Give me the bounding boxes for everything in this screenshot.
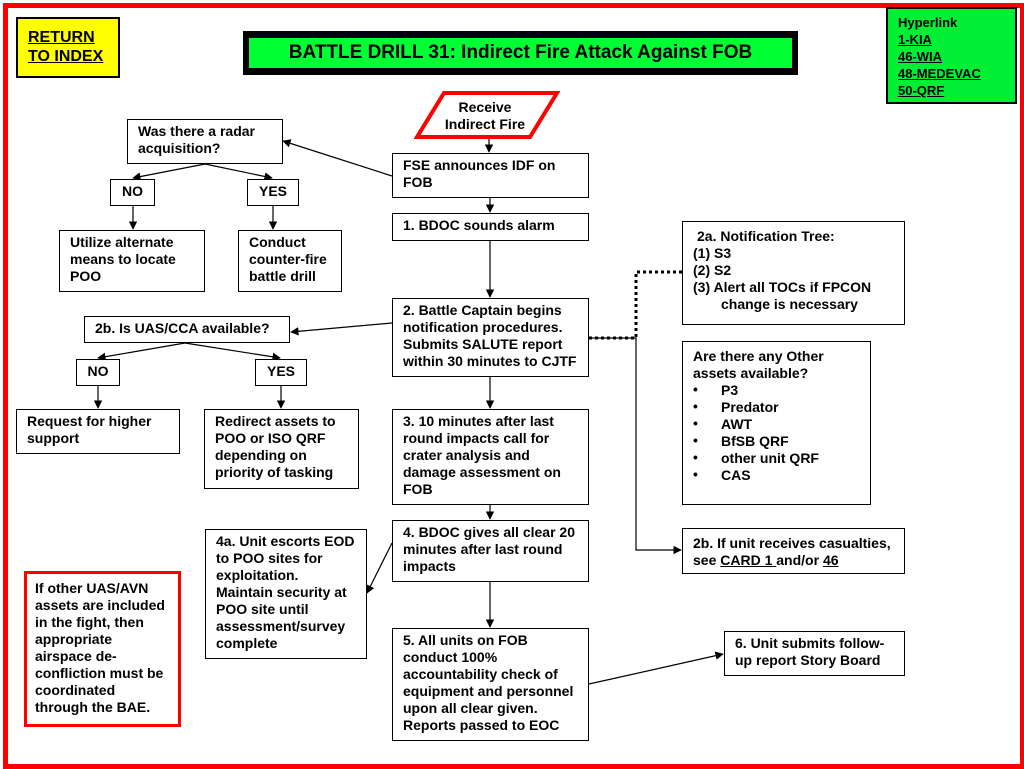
title-banner: BATTLE DRILL 31: Indirect Fire Attack Ag…	[243, 31, 798, 75]
step5-node: 5. All units on FOB conduct 100% account…	[392, 628, 589, 741]
link-wia[interactable]: 46-WIA	[898, 49, 943, 64]
asset-item: other unit QRF	[693, 449, 860, 467]
link-kia[interactable]: 1-KIA	[898, 32, 932, 47]
asset-item: CAS	[693, 466, 860, 484]
card1-link[interactable]: CARD 1	[720, 552, 777, 568]
casualties-node: 2b. If unit receives casualties, see CAR…	[682, 528, 905, 574]
uas-yes-node: YES	[255, 359, 307, 386]
radar-yes-action-node: Conduct counter-fire battle drill	[238, 230, 342, 292]
hyperlink-label: Hyperlink	[898, 15, 958, 30]
uas-question-node: 2b. Is UAS/CCA available?	[84, 316, 290, 343]
step2-node: 2. Battle Captain begins notification pr…	[392, 298, 589, 377]
uas-yes-action-node: Redirect assets to POO or ISO QRF depend…	[204, 409, 359, 489]
page-title: BATTLE DRILL 31: Indirect Fire Attack Ag…	[249, 38, 792, 68]
asset-item: Predator	[693, 398, 860, 416]
return-label-line2: TO INDEX	[28, 48, 104, 65]
step4-node: 4. BDOC gives all clear 20 minutes after…	[392, 520, 589, 582]
step4a-node: 4a. Unit escorts EOD to POO sites for ex…	[205, 529, 367, 659]
uas-no-action-node: Request for higher support	[16, 409, 180, 454]
receive-indirect-fire-shape	[414, 91, 560, 139]
link-qrf[interactable]: 50-QRF	[898, 83, 945, 98]
receive-indirect-fire-label: Receive Indirect Fire	[444, 99, 526, 132]
radar-no-action-node: Utilize alternate means to locate POO	[59, 230, 205, 292]
other-assets-question: Are there any Other assets available?	[693, 348, 824, 381]
return-to-index-button[interactable]: RETURN TO INDEX	[16, 17, 120, 78]
return-label-line1: RETURN	[28, 29, 95, 46]
notification-tree-node: 2a. Notification Tree: (1) S3 (2) S2 (3)…	[682, 221, 905, 325]
other-assets-node: Are there any Other assets available? P3…	[682, 341, 871, 505]
wia-card-link[interactable]: 46	[822, 552, 839, 568]
notification-item-fpcon: change is necessary	[721, 296, 858, 312]
other-assets-list: P3 Predator AWT BfSB QRF other unit QRF …	[693, 381, 860, 484]
page-border	[3, 3, 1024, 769]
notification-item-s3: (1) S3	[693, 245, 732, 261]
step1-node: 1. BDOC sounds alarm	[392, 213, 589, 241]
hyperlink-panel: Hyperlink 1-KIA 46-WIA 48-MEDEVAC 50-QRF	[886, 7, 1017, 104]
asset-item: AWT	[693, 415, 860, 433]
airspace-deconfliction-note: If other UAS/AVN assets are included in …	[24, 571, 181, 727]
casualties-text: 2b. If unit receives casualties, see	[693, 535, 891, 568]
uas-no-node: NO	[76, 359, 120, 386]
notification-tree-title: 2a. Notification Tree:	[697, 228, 835, 244]
fse-announces-node: FSE announces IDF on FOB	[392, 153, 589, 198]
notification-item-s2: (2) S2	[693, 262, 732, 278]
radar-yes-node: YES	[247, 179, 299, 206]
radar-question-node: Was there a radar acquisition?	[127, 119, 283, 164]
asset-item: BfSB QRF	[693, 432, 860, 450]
link-medevac[interactable]: 48-MEDEVAC	[898, 66, 981, 81]
notification-item-tocs: (3) Alert all TOCs if FPCON	[693, 279, 872, 295]
casualties-and-or: and/or	[776, 552, 823, 568]
asset-item: P3	[693, 381, 860, 399]
radar-no-node: NO	[110, 179, 155, 206]
step6-node: 6. Unit submits follow-up report Story B…	[724, 631, 905, 676]
step3-node: 3. 10 minutes after last round impacts c…	[392, 409, 589, 505]
